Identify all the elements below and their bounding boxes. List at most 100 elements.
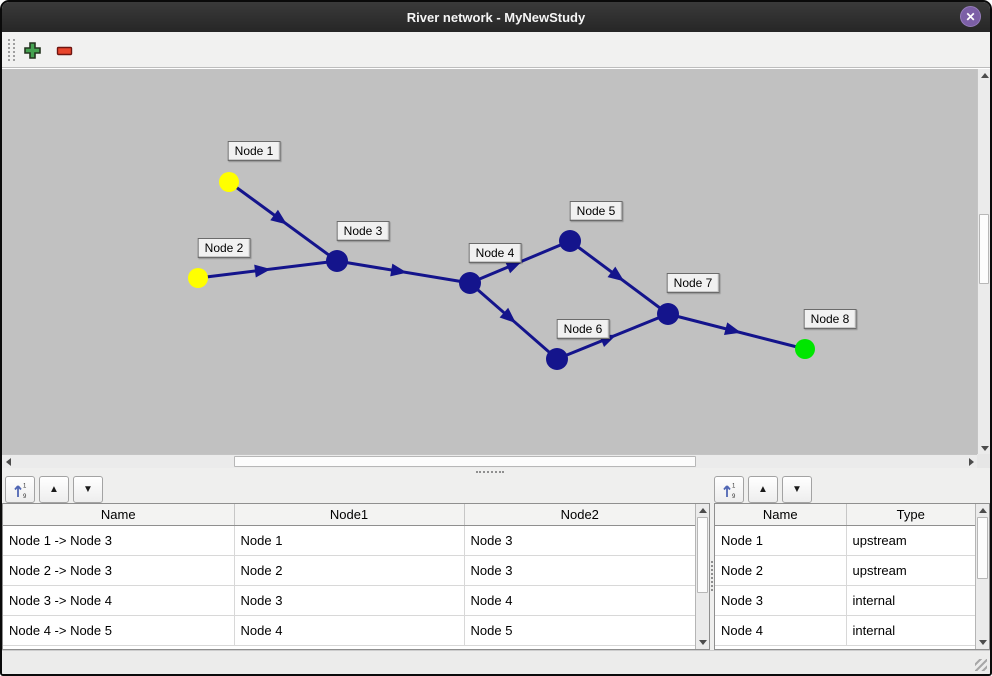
splitter-handle-icon bbox=[476, 471, 504, 473]
column-header[interactable]: Type bbox=[846, 504, 975, 526]
horizontal-scroll-thumb[interactable] bbox=[234, 456, 696, 467]
edge-arrow-icon bbox=[270, 209, 288, 225]
canvas-horizontal-scrollbar[interactable] bbox=[2, 454, 977, 468]
branches-move-up-button[interactable]: ▲ bbox=[39, 476, 69, 503]
add-node-button[interactable] bbox=[22, 40, 42, 60]
canvas-vertical-scrollbar[interactable] bbox=[977, 69, 990, 455]
table-cell[interactable]: upstream bbox=[846, 525, 975, 556]
table-cell[interactable]: Node 4 bbox=[464, 585, 695, 616]
node-label[interactable]: Node 6 bbox=[556, 319, 610, 339]
down-arrow-icon: ▼ bbox=[792, 484, 802, 495]
network-node[interactable] bbox=[326, 250, 348, 272]
table-cell[interactable]: Node 2 -> Node 3 bbox=[3, 555, 235, 586]
network-node[interactable] bbox=[188, 268, 208, 288]
network-canvas[interactable]: Node 1 Node 2 Node 3 Node 4 Node 5 Node 6 Node… bbox=[2, 69, 977, 455]
node-label[interactable]: Node 7 bbox=[666, 273, 720, 293]
table-cell[interactable]: Node 3 bbox=[234, 585, 465, 616]
scroll-up-icon[interactable] bbox=[978, 69, 990, 82]
table-cell[interactable]: Node 5 bbox=[464, 615, 695, 646]
edge-arrow-icon bbox=[505, 261, 523, 274]
scrollbar-corner bbox=[977, 454, 990, 468]
column-header[interactable]: Name bbox=[715, 504, 847, 526]
network-node[interactable] bbox=[795, 339, 815, 359]
scroll-up-icon[interactable] bbox=[976, 504, 989, 517]
horizontal-splitter[interactable] bbox=[2, 468, 990, 474]
nodes-scrollbar[interactable] bbox=[975, 504, 989, 649]
node-label[interactable]: Node 3 bbox=[336, 221, 390, 241]
nodes-move-up-button[interactable]: ▲ bbox=[748, 476, 778, 503]
plus-icon bbox=[23, 41, 41, 59]
table-cell[interactable]: Node 1 -> Node 3 bbox=[3, 525, 235, 556]
nodes-sort-button[interactable]: 1 9 bbox=[714, 476, 744, 503]
titlebar[interactable]: River network - MyNewStudy ✕ bbox=[2, 2, 990, 32]
table-cell[interactable]: upstream bbox=[846, 555, 975, 586]
minus-icon bbox=[56, 46, 72, 55]
branches-move-down-button[interactable]: ▼ bbox=[73, 476, 103, 503]
down-arrow-icon: ▼ bbox=[83, 484, 93, 495]
node-label[interactable]: Node 8 bbox=[803, 309, 857, 329]
network-node[interactable] bbox=[546, 348, 568, 370]
up-arrow-icon: ▲ bbox=[758, 484, 768, 495]
node-label[interactable]: Node 2 bbox=[197, 238, 251, 258]
table-cell[interactable]: internal bbox=[846, 615, 975, 646]
vertical-scroll-thumb[interactable] bbox=[979, 214, 989, 284]
vertical-scroll-thumb[interactable] bbox=[977, 517, 988, 579]
table-cell[interactable]: Node 4 -> Node 5 bbox=[3, 615, 235, 646]
node-label[interactable]: Node 5 bbox=[569, 201, 623, 221]
table-cell[interactable]: Node 3 bbox=[464, 525, 695, 556]
column-header[interactable]: Node2 bbox=[464, 504, 695, 526]
scroll-left-icon[interactable] bbox=[2, 455, 14, 469]
table-cell[interactable]: Node 3 bbox=[715, 585, 847, 616]
nodes-move-down-button[interactable]: ▼ bbox=[782, 476, 812, 503]
branches-scrollbar[interactable] bbox=[695, 504, 709, 649]
table-cell[interactable]: Node 1 bbox=[234, 525, 465, 556]
column-header[interactable]: Name bbox=[3, 504, 235, 526]
node-label[interactable]: Node 4 bbox=[468, 243, 522, 263]
node-label[interactable]: Node 1 bbox=[227, 141, 281, 161]
table-cell[interactable]: Node 1 bbox=[715, 525, 847, 556]
network-canvas-frame: Node 1 Node 2 Node 3 Node 4 Node 5 Node 6 Node… bbox=[2, 68, 990, 468]
scroll-right-icon[interactable] bbox=[965, 455, 977, 469]
node-labels-layer: Node 1 Node 2 Node 3 Node 4 Node 5 Node 6 Node… bbox=[2, 69, 977, 455]
resize-grip-icon[interactable] bbox=[975, 659, 987, 671]
remove-node-button[interactable] bbox=[54, 40, 74, 60]
toolbar-drag-handle[interactable] bbox=[8, 39, 15, 61]
table-cell[interactable]: Node 4 bbox=[715, 615, 847, 646]
svg-text:1: 1 bbox=[23, 483, 27, 489]
table-cell[interactable]: Node 2 bbox=[715, 555, 847, 586]
scroll-up-icon[interactable] bbox=[696, 504, 709, 517]
table-cell[interactable]: Node 3 bbox=[464, 555, 695, 586]
vertical-scroll-thumb[interactable] bbox=[697, 517, 708, 593]
vertical-splitter[interactable] bbox=[710, 503, 714, 650]
table-cell[interactable]: Node 3 -> Node 4 bbox=[3, 585, 235, 616]
column-header[interactable]: Node1 bbox=[234, 504, 465, 526]
scroll-down-icon[interactable] bbox=[978, 442, 990, 455]
scroll-down-icon[interactable] bbox=[696, 636, 709, 649]
close-button[interactable]: ✕ bbox=[960, 6, 981, 27]
network-node[interactable] bbox=[559, 230, 581, 252]
svg-text:9: 9 bbox=[732, 494, 736, 499]
table-cell[interactable]: internal bbox=[846, 585, 975, 616]
branches-sort-button[interactable]: 1 9 bbox=[5, 476, 35, 503]
network-node[interactable] bbox=[459, 272, 481, 294]
scroll-down-icon[interactable] bbox=[976, 636, 989, 649]
edge-arrow-icon bbox=[607, 266, 625, 282]
network-node[interactable] bbox=[219, 172, 239, 192]
table-cell[interactable]: Node 4 bbox=[234, 615, 465, 646]
status-bar bbox=[2, 650, 990, 674]
network-node[interactable] bbox=[657, 303, 679, 325]
table-cell[interactable]: Node 2 bbox=[234, 555, 465, 586]
